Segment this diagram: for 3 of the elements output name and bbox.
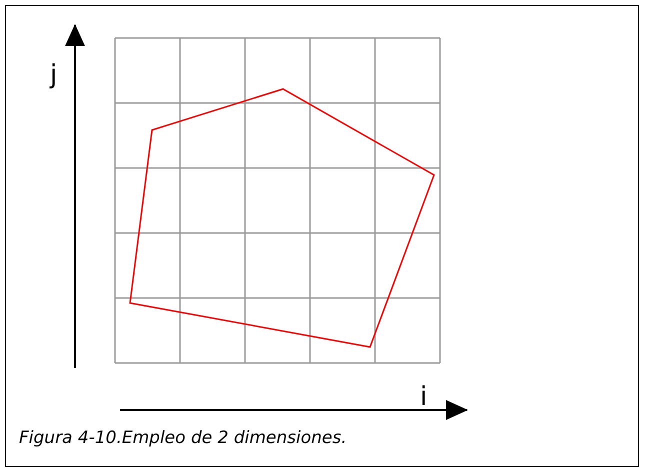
axis-label: i: [420, 384, 428, 410]
axis-label: j: [50, 62, 58, 88]
figure-caption: Figura 4-10.Empleo de 2 dimensiones.: [19, 428, 347, 448]
